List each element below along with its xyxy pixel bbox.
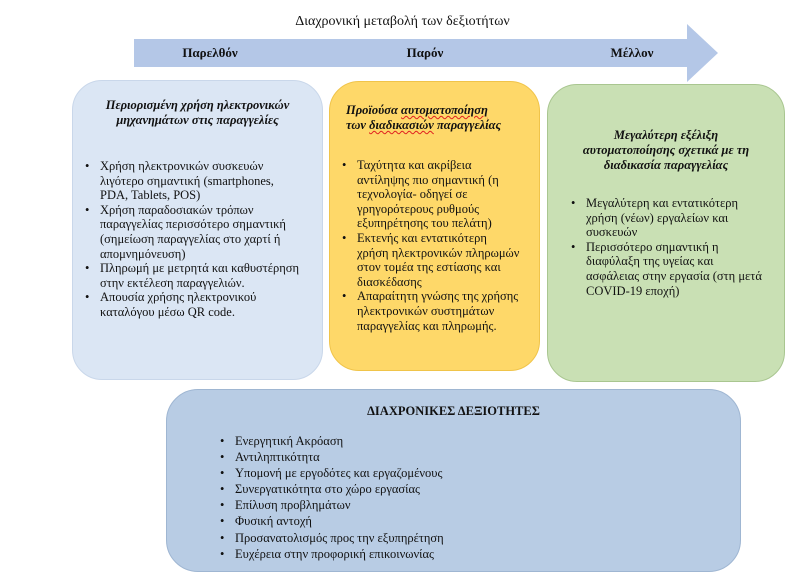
list-item: Ενεργητική Ακρόαση bbox=[220, 433, 740, 449]
skills-list: Ενεργητική Ακρόαση Αντιληπτικότητα Υπομο… bbox=[167, 433, 740, 562]
skills-heading: ΔΙΑΧΡΟΝΙΚΕΣ ΔΕΞΙΟΤΗΤΕΣ bbox=[367, 404, 540, 418]
past-heading: Περιορισμένη χρήση ηλεκτρονικών μηχανημά… bbox=[105, 98, 290, 127]
timeline-label-present: Παρόν bbox=[406, 45, 444, 60]
past-list: Χρήση ηλεκτρονικών συσκευών λιγότερο σημ… bbox=[73, 159, 322, 320]
future-list: Μεγαλύτερη και εντατικότερη χρήση (νέων)… bbox=[548, 196, 784, 298]
present-box: Προϊούσα αυτοματοποίηση των διαδικασιών … bbox=[329, 81, 540, 371]
future-heading: Μεγαλύτερη εξέλιξη αυτοματοποίησης σχετι… bbox=[582, 128, 750, 172]
list-item: Μεγαλύτερη και εντατικότερη χρήση (νέων)… bbox=[571, 196, 764, 240]
list-item: Συνεργατικότητα στο χώρο εργασίας bbox=[220, 481, 740, 497]
future-box: Μεγαλύτερη εξέλιξη αυτοματοποίησης σχετι… bbox=[547, 84, 785, 382]
list-item: Απουσία χρήσης ηλεκτρονικού καταλόγου μέ… bbox=[85, 290, 302, 319]
diagram-title: Διαχρονική μεταβολή των δεξιοτήτων bbox=[295, 14, 510, 29]
skills-box: ΔΙΑΧΡΟΝΙΚΕΣ ΔΕΞΙΟΤΗΤΕΣ Ενεργητική Ακρόασ… bbox=[166, 389, 741, 572]
list-item: Ευχέρεια στην προφορική επικοινωνίας bbox=[220, 546, 740, 562]
list-item: Απαραίτητη γνώσης της χρήσης ηλεκτρονικώ… bbox=[342, 289, 521, 333]
timeline-label-future: Μέλλον bbox=[610, 45, 654, 60]
list-item: Περισσότερο σημαντική η διαφύλαξη της υγ… bbox=[571, 240, 764, 298]
list-item: Επίλυση προβλημάτων bbox=[220, 497, 740, 513]
list-item: Χρήση ηλεκτρονικών συσκευών λιγότερο σημ… bbox=[85, 159, 302, 203]
list-item: Εκτενής και εντατικότερη χρήση ηλεκτρονι… bbox=[342, 231, 521, 289]
timeline-label-past: Παρελθόν bbox=[182, 45, 238, 60]
list-item: Προσανατολισμός προς την εξυπηρέτηση bbox=[220, 530, 740, 546]
timeline-arrow bbox=[134, 24, 718, 82]
present-heading: Προϊούσα αυτοματοποίηση των διαδικασιών … bbox=[346, 103, 502, 132]
past-box: Περιορισμένη χρήση ηλεκτρονικών μηχανημά… bbox=[72, 80, 323, 380]
list-item: Φυσική αντοχή bbox=[220, 513, 740, 529]
list-item: Ταχύτητα και ακρίβεια αντίληψης πιο σημα… bbox=[342, 158, 521, 231]
list-item: Χρήση παραδοσιακών τρόπων παραγγελίας πε… bbox=[85, 203, 302, 261]
list-item: Αντιληπτικότητα bbox=[220, 449, 740, 465]
timeline-arrow-shape bbox=[134, 24, 718, 82]
list-item: Υπομονή με εργοδότες και εργαζομένους bbox=[220, 465, 740, 481]
list-item: Πληρωμή με μετρητά και καθυστέρηση στην … bbox=[85, 261, 302, 290]
present-list: Ταχύτητα και ακρίβεια αντίληψης πιο σημα… bbox=[330, 158, 539, 333]
